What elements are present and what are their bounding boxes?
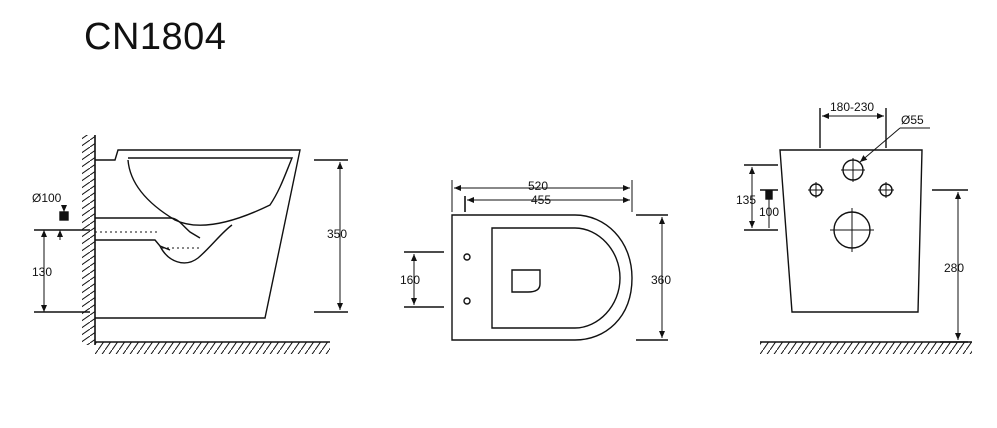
side-view: [34, 135, 348, 354]
inlet-height-label: 135: [736, 193, 756, 207]
trap-curve: [159, 224, 233, 264]
top-view: [404, 180, 668, 341]
drain-outline: [511, 269, 541, 293]
pipe-marker: [59, 211, 69, 221]
inlet-diameter-label: Ø55: [901, 113, 924, 127]
outlet-height-label: 130: [32, 265, 52, 279]
floor-hatch: [95, 342, 330, 354]
total-height-label: 350: [327, 227, 347, 241]
toilet-body: [95, 149, 301, 319]
trapway-bottom: [95, 239, 171, 251]
fixing-height-label: 280: [944, 261, 964, 275]
toilet-bowl: [127, 157, 294, 226]
bowl-outline: [491, 227, 621, 329]
back-body: [779, 149, 923, 313]
fixing-hole-top: [463, 253, 471, 261]
overall-length-label: 520: [528, 179, 548, 193]
model-title: CN1804: [84, 16, 227, 58]
fixing-spacing-label: 160: [400, 273, 420, 287]
wall-hatch: [82, 135, 95, 345]
pipe-size-label: 100: [759, 205, 779, 219]
fixing-hole-bottom: [463, 297, 471, 305]
floor-hatch-back: [760, 342, 972, 354]
inner-length-label: 455: [531, 193, 551, 207]
seat-outline: [451, 214, 633, 341]
pipe-diameter-label: Ø100: [32, 191, 62, 205]
back-view: [744, 108, 972, 354]
bolt-spacing-label: 180-230: [830, 100, 874, 114]
trapway-top: [95, 217, 201, 239]
width-label: 360: [651, 273, 671, 287]
